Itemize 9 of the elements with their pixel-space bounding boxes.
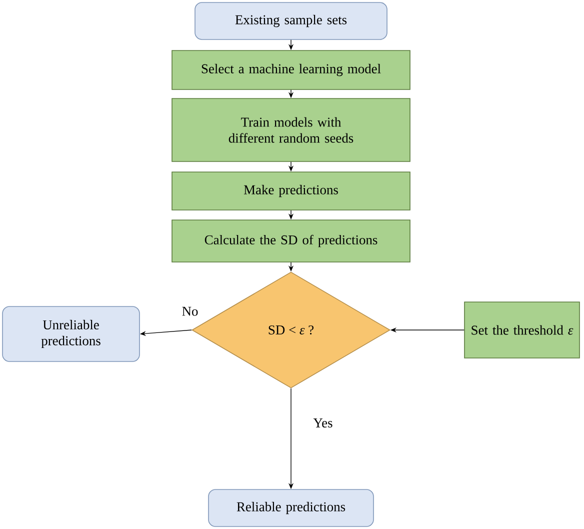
terminal-box: Reliable predictions [208,489,374,527]
process-box: Set the threshold ε [464,302,580,358]
process-box: Train models with different random seeds [172,98,410,162]
edge-label: Yes [312,418,334,428]
process-box: Make predictions [172,172,410,210]
process-box: Select a machine learning model [172,50,410,90]
terminal-box: Unreliable predictions [2,306,140,362]
process-box: Calculate the SD of predictions [172,220,410,262]
terminal-box: Existing sample sets [194,2,388,40]
